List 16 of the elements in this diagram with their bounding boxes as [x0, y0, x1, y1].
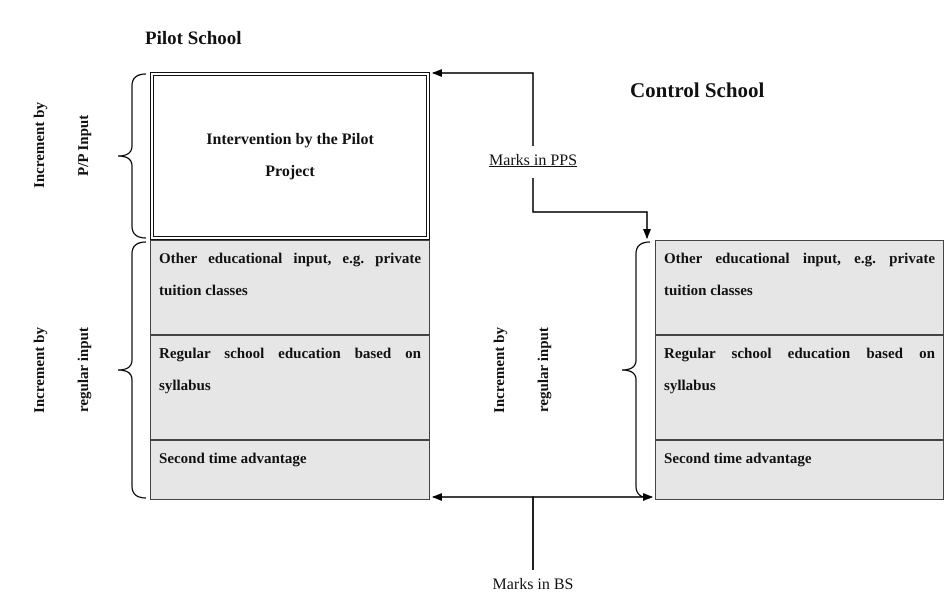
input-layer-box: Second time advantage: [655, 440, 944, 500]
input-layer-box: Second time advantage: [150, 440, 430, 500]
column-heading: Control School: [630, 78, 764, 103]
input-layer-box: Regular school education based on syllabus: [655, 335, 944, 440]
arrow: [532, 178, 651, 239]
edge-source-text: Marks in BS: [478, 572, 588, 598]
brace-label: Increment by regular input: [491, 326, 553, 415]
input-layer-box: Other educational input, e.g. private tuition classes: [150, 240, 430, 335]
input-layer-box: Regular school education based on syllabus: [150, 335, 430, 440]
edge-source-text: Marks in PPS: [478, 148, 588, 176]
input-layer-box: Other educational input, e.g. private tuition classes: [655, 240, 944, 335]
column-heading: Pilot School: [145, 28, 242, 50]
brace-label: Increment by P/P Input: [31, 101, 93, 190]
arrow: [532, 493, 653, 570]
brace-label: Increment by regular input: [31, 326, 93, 415]
arrow: [432, 69, 534, 146]
